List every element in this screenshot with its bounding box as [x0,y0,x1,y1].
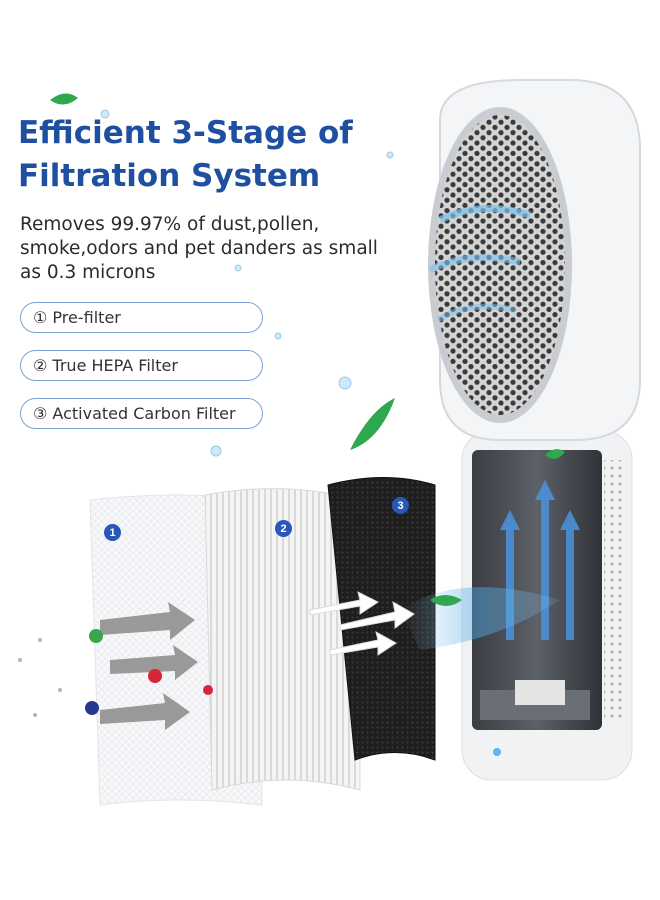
air-bubbles [100,109,394,457]
leaf-icon [50,93,78,105]
filter-badge-3: 3 [392,497,409,514]
power-indicator-icon [493,748,501,756]
stage-pill-carbon: ③ Activated Carbon Filter [20,398,263,429]
stage-label: ② True HEPA Filter [33,356,178,375]
headline: Efficient 3-Stage of Filtration System [18,112,378,198]
stage-label: ① Pre-filter [33,308,121,327]
stage-label: ③ Activated Carbon Filter [33,404,236,423]
stage-pill-hepa: ② True HEPA Filter [20,350,263,381]
filter-badge-1: 1 [104,524,121,541]
headline-line-1: Efficient 3-Stage of [18,115,353,151]
leaf-icon [545,449,565,459]
pollutant-particles [18,629,213,717]
description: Removes 99.97% of dust,pollen, smoke,odo… [20,214,378,283]
purifier-device [428,79,641,781]
leaf-decorations [50,93,565,606]
leaf-icon [430,595,462,606]
headline-line-2: Filtration System [18,158,321,194]
airflow-arrows [100,591,415,730]
leaf-icon [350,398,395,450]
stage-pill-prefilter: ① Pre-filter [20,302,263,333]
hepa-filter-layer [204,488,361,791]
filter-badge-2: 2 [275,520,292,537]
